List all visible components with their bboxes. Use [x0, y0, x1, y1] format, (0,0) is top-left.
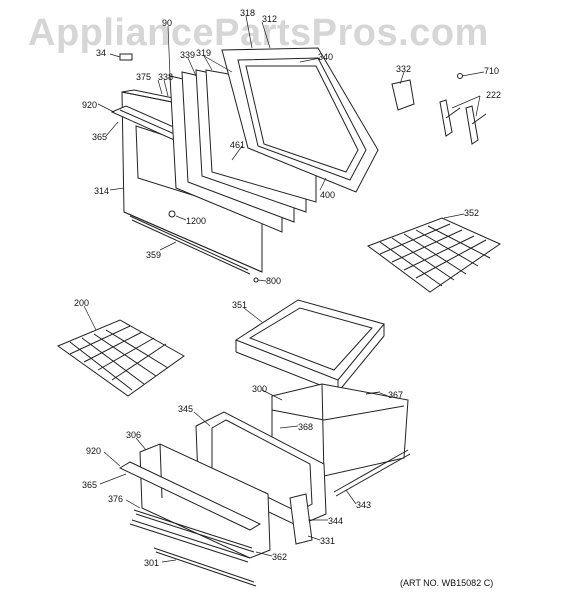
art-number: (ART NO. WB15082 C) — [400, 578, 494, 588]
callout-312: 312 — [262, 14, 278, 24]
watermark-text: AppliancePartsPros.com — [28, 12, 489, 54]
door-liner — [221, 47, 379, 193]
callout-461: 461 — [230, 140, 246, 150]
screw-800 — [253, 277, 259, 283]
callout-339: 339 — [180, 50, 196, 60]
callout-200: 200 — [74, 298, 90, 308]
callout-319: 319 — [196, 48, 212, 58]
callout-340: 340 — [318, 52, 334, 62]
callout-331: 331 — [320, 536, 336, 546]
callout-375: 375 — [136, 72, 152, 82]
broil-rack — [366, 217, 502, 293]
trim-301 — [153, 547, 257, 587]
leader-lines — [83, 15, 485, 563]
callout-800: 800 — [266, 276, 282, 286]
callout-365-top: 365 — [92, 132, 108, 142]
drawer-slide — [333, 449, 411, 497]
screw-710 — [457, 73, 463, 79]
hinges — [439, 99, 487, 145]
callout-318: 318 — [240, 8, 256, 18]
callout-920-top: 920 — [82, 100, 98, 110]
seal-strip — [129, 215, 251, 275]
callout-314: 314 — [94, 186, 110, 196]
callout-1200: 1200 — [186, 216, 207, 226]
callout-368: 368 — [298, 422, 314, 432]
callout-332: 332 — [396, 64, 412, 74]
callout-345: 345 — [178, 404, 194, 414]
callout-344: 344 — [328, 516, 344, 526]
callout-338: 338 — [158, 72, 174, 82]
callout-365-bottom: 365 — [82, 480, 98, 490]
callout-351: 351 — [232, 300, 248, 310]
oven-rack — [56, 319, 185, 397]
callout-90: 90 — [162, 18, 173, 28]
bracket-332 — [391, 79, 415, 111]
drawer-front — [118, 443, 271, 559]
callout-362: 362 — [272, 552, 288, 562]
callout-710: 710 — [484, 66, 500, 76]
callout-376: 376 — [108, 494, 124, 504]
trim-strips — [129, 509, 255, 563]
drawer-side-panel — [289, 493, 313, 545]
callout-400: 400 — [320, 190, 336, 200]
callout-367: 367 — [388, 390, 404, 400]
screw-367 — [365, 391, 381, 395]
callout-301: 301 — [144, 558, 160, 568]
callout-343: 343 — [356, 500, 372, 510]
broil-pan — [234, 299, 385, 393]
callout-352: 352 — [464, 208, 480, 218]
callout-34: 34 — [96, 48, 107, 58]
callout-300: 300 — [252, 384, 268, 394]
callout-920-bottom: 920 — [86, 446, 102, 456]
callout-306: 306 — [126, 430, 142, 440]
callout-222: 222 — [486, 90, 502, 100]
clip-34 — [119, 53, 133, 61]
callout-359: 359 — [146, 250, 162, 260]
